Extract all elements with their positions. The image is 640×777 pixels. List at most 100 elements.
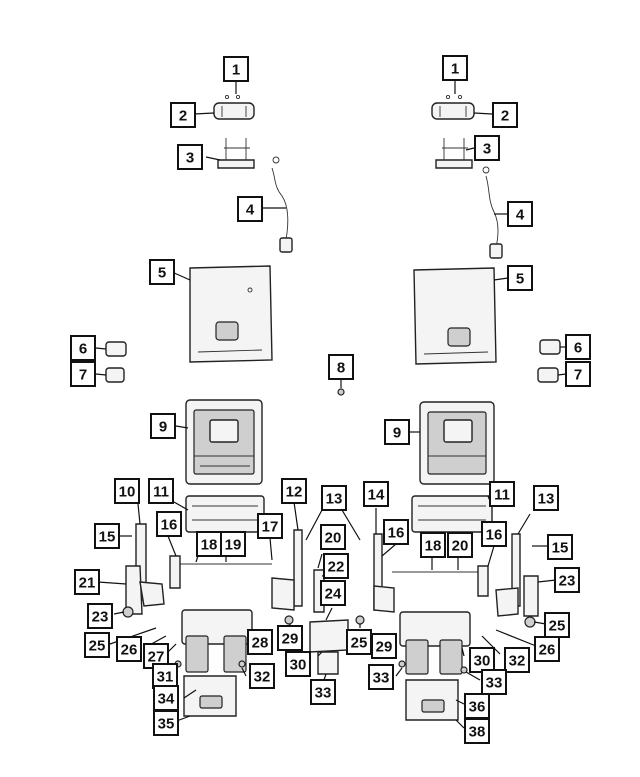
callout-number: 25 bbox=[549, 618, 566, 635]
callout-8: 8 bbox=[328, 354, 354, 380]
callout-number: 33 bbox=[315, 685, 332, 702]
callout-box bbox=[153, 685, 179, 711]
center-nut-part-b bbox=[284, 615, 294, 625]
callout-box bbox=[442, 55, 468, 81]
callout-33: 33 bbox=[368, 664, 394, 690]
callout-7: 7 bbox=[565, 361, 591, 387]
callout-number: 19 bbox=[225, 537, 242, 554]
callout-25: 25 bbox=[544, 612, 570, 638]
callout-box bbox=[565, 334, 591, 360]
callout-box bbox=[257, 513, 283, 539]
callout-number: 36 bbox=[469, 699, 486, 716]
left-seatback-panel-part bbox=[189, 265, 273, 363]
callout-number: 10 bbox=[119, 484, 136, 501]
callout-box bbox=[156, 511, 182, 537]
left-cushion-frame-part bbox=[185, 495, 265, 533]
right-recliner-part bbox=[495, 587, 519, 617]
callout-box bbox=[363, 481, 389, 507]
callout-23: 23 bbox=[554, 567, 580, 593]
callout-number: 12 bbox=[286, 484, 303, 501]
callout-number: 21 bbox=[79, 575, 96, 592]
callout-box bbox=[170, 102, 196, 128]
callout-box bbox=[507, 265, 533, 291]
callout-number: 4 bbox=[516, 207, 525, 224]
callout-box bbox=[237, 196, 263, 222]
callout-number: 9 bbox=[393, 425, 401, 442]
callout-box bbox=[114, 478, 140, 504]
left-bezel-part bbox=[105, 341, 127, 357]
callout-box bbox=[328, 354, 354, 380]
center-nut-part bbox=[355, 615, 365, 625]
callout-number: 29 bbox=[376, 639, 393, 656]
callout-box bbox=[489, 481, 515, 507]
callout-4: 4 bbox=[507, 201, 533, 227]
callout-16: 16 bbox=[156, 511, 182, 537]
left-recliner-part bbox=[139, 581, 165, 607]
callout-box bbox=[321, 485, 347, 511]
callout-number: 35 bbox=[158, 716, 175, 733]
callout-36: 36 bbox=[464, 693, 490, 719]
callout-box bbox=[547, 534, 573, 560]
left-center-hinge-part bbox=[293, 529, 303, 607]
right-bolt-part-b bbox=[460, 666, 468, 674]
callout-number: 20 bbox=[325, 530, 342, 547]
right-bezel-part bbox=[539, 339, 561, 355]
callout-5: 5 bbox=[507, 265, 533, 291]
callout-box bbox=[277, 625, 303, 651]
callout-box bbox=[492, 102, 518, 128]
left-shield-part bbox=[169, 555, 181, 589]
callout-number: 25 bbox=[351, 635, 368, 652]
callout-38: 38 bbox=[464, 718, 490, 744]
callout-number: 11 bbox=[494, 487, 510, 504]
callout-box bbox=[249, 663, 275, 689]
callout-22: 22 bbox=[323, 553, 349, 579]
callout-number: 3 bbox=[483, 141, 491, 158]
callout-25: 25 bbox=[346, 629, 372, 655]
callout-number: 26 bbox=[121, 642, 138, 659]
callout-box bbox=[464, 718, 490, 744]
callout-box bbox=[310, 679, 336, 705]
callout-26: 26 bbox=[534, 636, 560, 662]
callout-box bbox=[323, 553, 349, 579]
callout-34: 34 bbox=[153, 685, 179, 711]
callout-1: 1 bbox=[223, 56, 249, 82]
callout-9: 9 bbox=[384, 419, 410, 445]
callout-number: 3 bbox=[186, 150, 194, 167]
callout-box bbox=[148, 478, 174, 504]
callout-number: 15 bbox=[99, 529, 116, 546]
callout-box bbox=[384, 419, 410, 445]
callout-18: 18 bbox=[196, 531, 222, 557]
leader-lines bbox=[95, 80, 567, 729]
callout-2: 2 bbox=[170, 102, 196, 128]
right-riser-part bbox=[399, 611, 471, 721]
callout-number: 16 bbox=[486, 527, 503, 544]
left-seatback-frame-part bbox=[185, 399, 263, 485]
callout-box bbox=[504, 647, 530, 673]
callout-box bbox=[84, 632, 110, 658]
callout-31: 31 bbox=[152, 663, 178, 689]
callout-box bbox=[153, 710, 179, 736]
callout-29: 29 bbox=[277, 625, 303, 651]
callout-number: 2 bbox=[179, 108, 187, 125]
callout-13: 13 bbox=[321, 485, 347, 511]
center-screw-part bbox=[337, 388, 345, 396]
callout-15: 15 bbox=[94, 523, 120, 549]
callout-number: 16 bbox=[161, 517, 178, 534]
callout-19: 19 bbox=[220, 531, 246, 557]
callout-33: 33 bbox=[481, 669, 507, 695]
callout-number: 32 bbox=[509, 653, 526, 670]
callout-box bbox=[554, 567, 580, 593]
callout-30: 30 bbox=[469, 647, 495, 673]
left-cable-part bbox=[271, 167, 293, 253]
callout-number: 28 bbox=[252, 635, 269, 652]
left-nut-part bbox=[122, 606, 134, 618]
callout-number: 6 bbox=[574, 340, 582, 357]
callout-number: 33 bbox=[373, 670, 390, 687]
callout-18: 18 bbox=[420, 532, 446, 558]
callout-21: 21 bbox=[74, 569, 100, 595]
callout-number: 18 bbox=[201, 537, 218, 554]
callout-20: 20 bbox=[447, 532, 473, 558]
callout-box bbox=[281, 478, 307, 504]
